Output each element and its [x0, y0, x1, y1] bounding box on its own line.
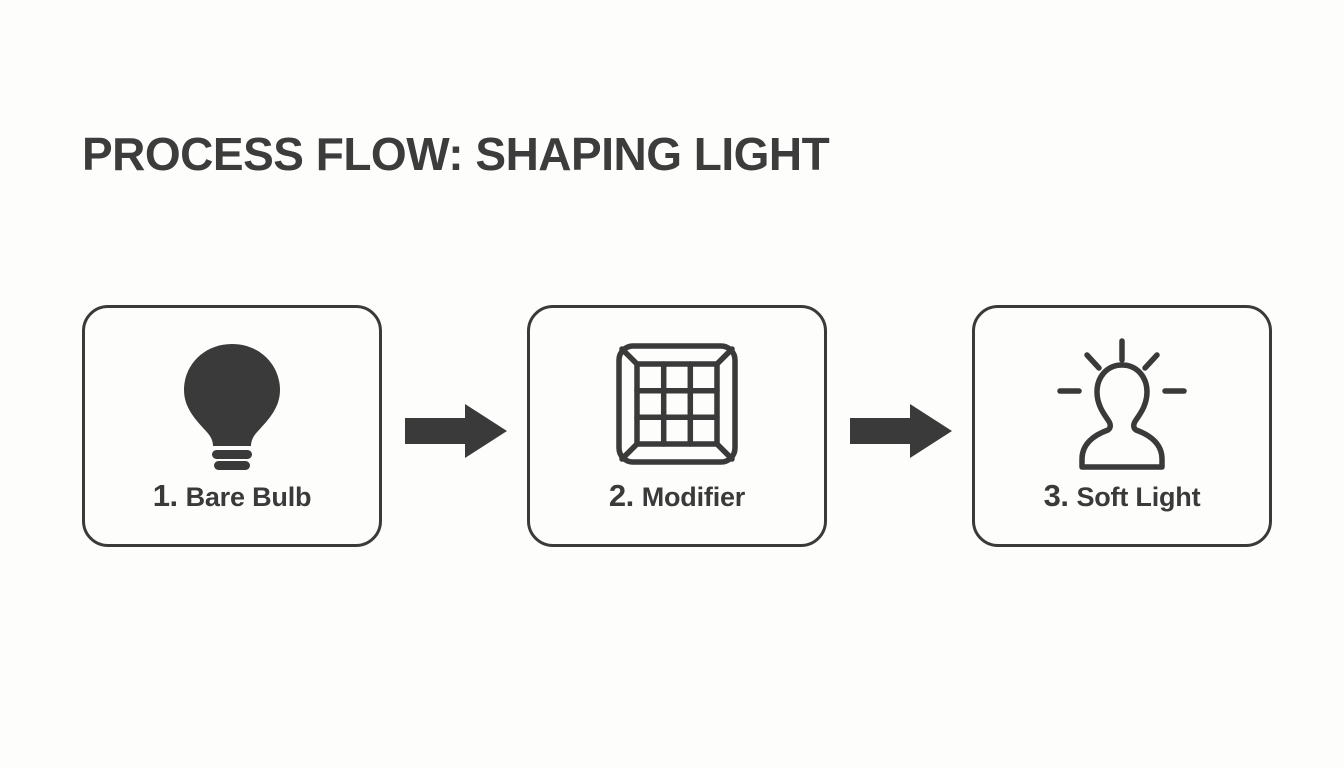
process-flow-row: 1. Bare Bulb	[0, 305, 1344, 551]
arrow-right-icon	[848, 403, 954, 459]
arrow-right-icon	[403, 403, 509, 459]
step-label-soft-light: 3. Soft Light	[1044, 478, 1201, 514]
step-number: 2.	[608, 478, 634, 513]
light-bulb-icon	[162, 334, 302, 474]
person-glowing-icon	[1052, 334, 1192, 474]
step-number: 1.	[152, 478, 178, 513]
step-name: Modifier	[641, 482, 746, 512]
page-title: PROCESS FLOW: SHAPING LIGHT	[82, 128, 830, 180]
step-name: Bare Bulb	[185, 482, 312, 512]
grid-softbox-icon	[607, 334, 747, 474]
step-card-soft-light[interactable]: 3. Soft Light	[972, 305, 1272, 547]
step-label-modifier: 2. Modifier	[609, 478, 745, 514]
step-card-bare-bulb[interactable]: 1. Bare Bulb	[82, 305, 382, 547]
step-card-modifier[interactable]: 2. Modifier	[527, 305, 827, 547]
step-label-bare-bulb: 1. Bare Bulb	[153, 478, 312, 514]
step-number: 3.	[1043, 478, 1069, 513]
step-name: Soft Light	[1076, 482, 1201, 512]
